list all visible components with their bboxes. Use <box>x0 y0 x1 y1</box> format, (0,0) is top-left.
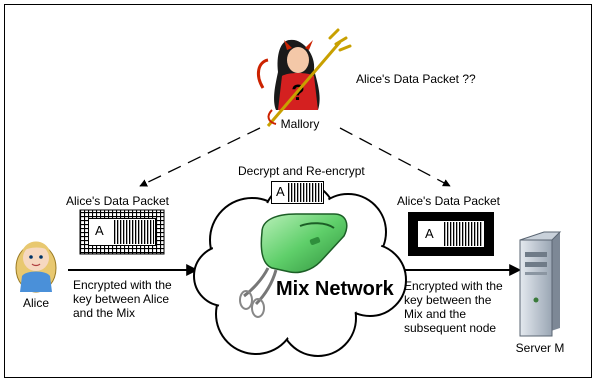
packet-center <box>271 181 324 204</box>
dashed-arrow-left <box>139 127 261 187</box>
packet-left <box>79 209 165 255</box>
alice-person-icon <box>15 241 57 293</box>
mallory-label: Mallory <box>280 117 320 131</box>
right-caption-line: Mix and the <box>404 307 467 321</box>
left-caption-line: key between Alice <box>73 292 170 306</box>
mallory-question-label: Alice's Data Packet ?? <box>356 72 476 86</box>
decrypt-label: Decrypt and Re-encrypt <box>238 164 365 178</box>
alice-label: Alice <box>22 296 49 310</box>
right-caption-line: key between the <box>404 293 492 307</box>
server-icon <box>519 231 562 337</box>
packet-left-letter: A <box>95 223 104 238</box>
right-caption-line: subsequent node <box>404 321 497 335</box>
left-caption-line: Encrypted with the <box>73 278 172 292</box>
mix-network-label: Mix Network <box>276 278 394 300</box>
packet-right-letter: A <box>425 226 434 241</box>
server-label: Server M <box>515 341 565 355</box>
mixer-icon <box>239 213 348 318</box>
mallory-devil-icon: ? <box>256 28 352 127</box>
right-packet-label: Alice's Data Packet <box>397 194 501 208</box>
right-caption-line: Encrypted with the <box>404 279 503 293</box>
left-caption-line: and the Mix <box>73 306 136 320</box>
packet-center-letter: A <box>276 184 285 199</box>
left-packet-label: Alice's Data Packet <box>66 194 170 208</box>
diagram-border <box>4 4 592 378</box>
packet-right <box>408 212 494 256</box>
